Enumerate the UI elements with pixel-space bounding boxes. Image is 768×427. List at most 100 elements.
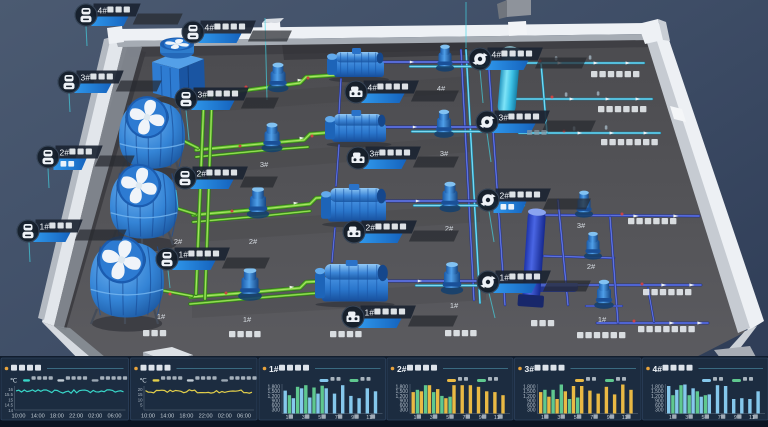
svg-text:02:00: 02:00 bbox=[218, 414, 232, 420]
svg-text:18:00: 18:00 bbox=[50, 414, 64, 420]
svg-text:1,800: 1,800 bbox=[651, 385, 664, 391]
svg-text:3#: 3# bbox=[260, 160, 269, 169]
svg-text:600: 600 bbox=[655, 403, 664, 409]
svg-text:16: 16 bbox=[8, 387, 13, 392]
svg-text:9: 9 bbox=[479, 415, 482, 421]
svg-text:9: 9 bbox=[607, 415, 610, 421]
svg-text:2#: 2# bbox=[60, 148, 70, 158]
svg-text:300: 300 bbox=[272, 407, 281, 413]
svg-text:18:00: 18:00 bbox=[179, 414, 193, 420]
svg-text:1,800: 1,800 bbox=[395, 385, 408, 391]
svg-text:4#: 4# bbox=[653, 364, 663, 374]
svg-text:1: 1 bbox=[414, 415, 417, 421]
svg-text:9: 9 bbox=[351, 415, 354, 421]
svg-text:900: 900 bbox=[655, 398, 664, 404]
svg-text:2#: 2# bbox=[500, 191, 510, 201]
svg-text:5: 5 bbox=[574, 415, 577, 421]
svg-text:600: 600 bbox=[272, 403, 281, 409]
svg-text:3: 3 bbox=[557, 415, 560, 421]
svg-text:4#: 4# bbox=[492, 50, 502, 60]
svg-text:1#: 1# bbox=[269, 364, 279, 374]
svg-text:7: 7 bbox=[335, 415, 338, 421]
svg-text:22:00: 22:00 bbox=[199, 414, 213, 420]
svg-text:3#: 3# bbox=[440, 149, 449, 158]
svg-text:11: 11 bbox=[494, 415, 500, 421]
svg-text:3#: 3# bbox=[525, 364, 535, 374]
svg-text:2#: 2# bbox=[587, 262, 596, 271]
svg-text:1,800: 1,800 bbox=[267, 385, 280, 391]
svg-text:4#: 4# bbox=[437, 84, 446, 93]
svg-text:℃: ℃ bbox=[140, 378, 148, 385]
svg-text:1: 1 bbox=[541, 415, 544, 421]
svg-text:2#: 2# bbox=[366, 223, 376, 233]
svg-text:02:00: 02:00 bbox=[88, 414, 102, 420]
svg-text:1#: 1# bbox=[243, 315, 252, 324]
svg-text:3#: 3# bbox=[81, 73, 91, 83]
svg-text:3#: 3# bbox=[370, 149, 380, 159]
svg-text:3#: 3# bbox=[499, 113, 509, 123]
svg-text:11: 11 bbox=[622, 415, 628, 421]
svg-text:4#: 4# bbox=[205, 23, 215, 33]
svg-text:1: 1 bbox=[669, 415, 672, 421]
svg-text:1#: 1# bbox=[179, 250, 189, 260]
svg-text:900: 900 bbox=[400, 398, 409, 404]
svg-text:14:00: 14:00 bbox=[160, 414, 174, 420]
svg-text:℃: ℃ bbox=[10, 378, 18, 385]
svg-text:7: 7 bbox=[718, 415, 721, 421]
svg-text:2#: 2# bbox=[445, 224, 454, 233]
svg-text:1,500: 1,500 bbox=[267, 389, 280, 395]
svg-text:1#: 1# bbox=[598, 315, 607, 324]
svg-text:900: 900 bbox=[527, 398, 536, 404]
svg-text:1,500: 1,500 bbox=[395, 389, 408, 395]
svg-text:1,200: 1,200 bbox=[523, 394, 536, 400]
svg-text:3: 3 bbox=[430, 415, 433, 421]
svg-text:7: 7 bbox=[590, 415, 593, 421]
svg-text:11: 11 bbox=[366, 415, 372, 421]
svg-text:22:00: 22:00 bbox=[69, 414, 83, 420]
svg-text:600: 600 bbox=[400, 403, 409, 409]
svg-text:1,200: 1,200 bbox=[395, 394, 408, 400]
svg-text:3: 3 bbox=[685, 415, 688, 421]
svg-text:9: 9 bbox=[734, 415, 737, 421]
svg-text:14:00: 14:00 bbox=[31, 414, 45, 420]
svg-text:5: 5 bbox=[702, 415, 705, 421]
svg-text:1,200: 1,200 bbox=[651, 394, 664, 400]
svg-text:1#: 1# bbox=[157, 312, 166, 321]
svg-text:20: 20 bbox=[138, 387, 143, 392]
svg-text:5: 5 bbox=[318, 415, 321, 421]
svg-text:7: 7 bbox=[463, 415, 466, 421]
svg-text:5: 5 bbox=[140, 403, 143, 408]
svg-text:600: 600 bbox=[527, 403, 536, 409]
svg-text:1#: 1# bbox=[365, 308, 375, 318]
svg-text:1#: 1# bbox=[500, 273, 510, 283]
svg-text:1#: 1# bbox=[40, 222, 50, 232]
svg-text:1,200: 1,200 bbox=[267, 394, 280, 400]
svg-text:2#: 2# bbox=[174, 237, 183, 246]
svg-text:4#: 4# bbox=[98, 6, 108, 16]
svg-text:300: 300 bbox=[527, 407, 536, 413]
svg-text:15: 15 bbox=[138, 392, 143, 397]
svg-text:5: 5 bbox=[446, 415, 449, 421]
svg-text:300: 300 bbox=[655, 407, 664, 413]
svg-text:06:00: 06:00 bbox=[108, 414, 122, 420]
svg-text:1: 1 bbox=[286, 415, 289, 421]
svg-text:15.5: 15.5 bbox=[5, 392, 14, 397]
svg-text:14.5: 14.5 bbox=[5, 403, 14, 408]
svg-text:1,500: 1,500 bbox=[651, 389, 664, 395]
svg-text:2#: 2# bbox=[249, 237, 258, 246]
svg-text:14: 14 bbox=[8, 408, 13, 413]
svg-text:1,500: 1,500 bbox=[523, 389, 536, 395]
svg-text:3#: 3# bbox=[577, 221, 586, 230]
svg-text:10:00: 10:00 bbox=[141, 414, 155, 420]
svg-text:15: 15 bbox=[8, 397, 13, 402]
svg-text:4#: 4# bbox=[368, 83, 378, 93]
svg-text:3: 3 bbox=[302, 415, 305, 421]
svg-text:900: 900 bbox=[272, 398, 281, 404]
svg-text:2#: 2# bbox=[397, 364, 407, 374]
svg-text:1#: 1# bbox=[450, 301, 459, 310]
svg-text:06:00: 06:00 bbox=[237, 414, 251, 420]
svg-text:2#: 2# bbox=[197, 169, 207, 179]
svg-text:10: 10 bbox=[138, 397, 143, 402]
svg-text:3#: 3# bbox=[198, 90, 208, 100]
svg-text:1,800: 1,800 bbox=[523, 385, 536, 391]
